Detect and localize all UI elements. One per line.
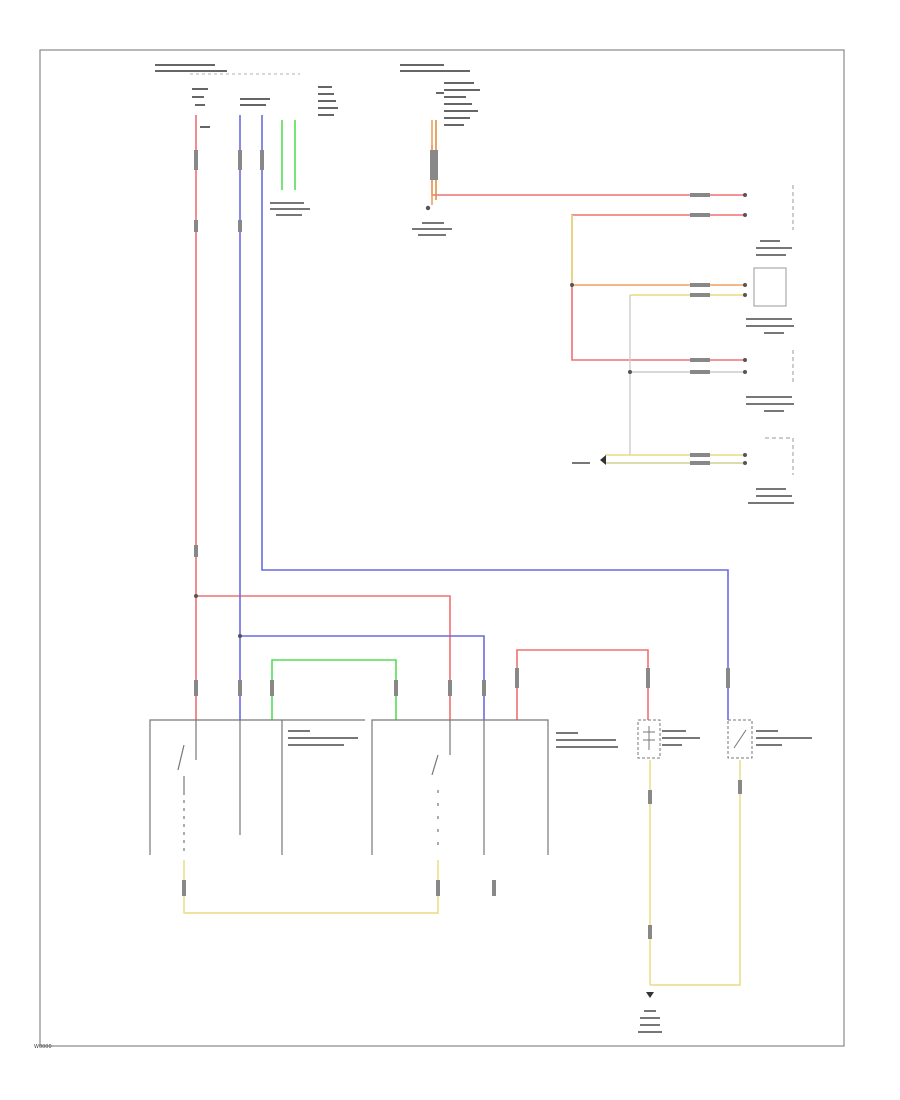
top-center-label-block [400, 64, 480, 126]
right-connector-pins [690, 193, 710, 465]
red-wires [195, 115, 745, 720]
connector-marks [182, 150, 742, 939]
left-module-label [288, 730, 358, 746]
right-module [371, 719, 549, 855]
diagram-frame [39, 49, 845, 1047]
right-module-label [556, 732, 618, 748]
left-module [149, 719, 365, 855]
footer-code: W0000 [34, 1044, 52, 1050]
right-label-blocks [270, 202, 794, 504]
right-component-outlines [753, 185, 794, 475]
lamp-component [637, 719, 753, 759]
top-left-label-block [155, 64, 338, 128]
blue-wires [239, 115, 729, 720]
lamp-labels [662, 730, 812, 746]
ground-label [638, 1010, 662, 1033]
ground-symbol [600, 455, 654, 998]
yellow-wires [183, 294, 745, 986]
splice-dots [194, 193, 747, 638]
orange-wires [431, 120, 745, 286]
